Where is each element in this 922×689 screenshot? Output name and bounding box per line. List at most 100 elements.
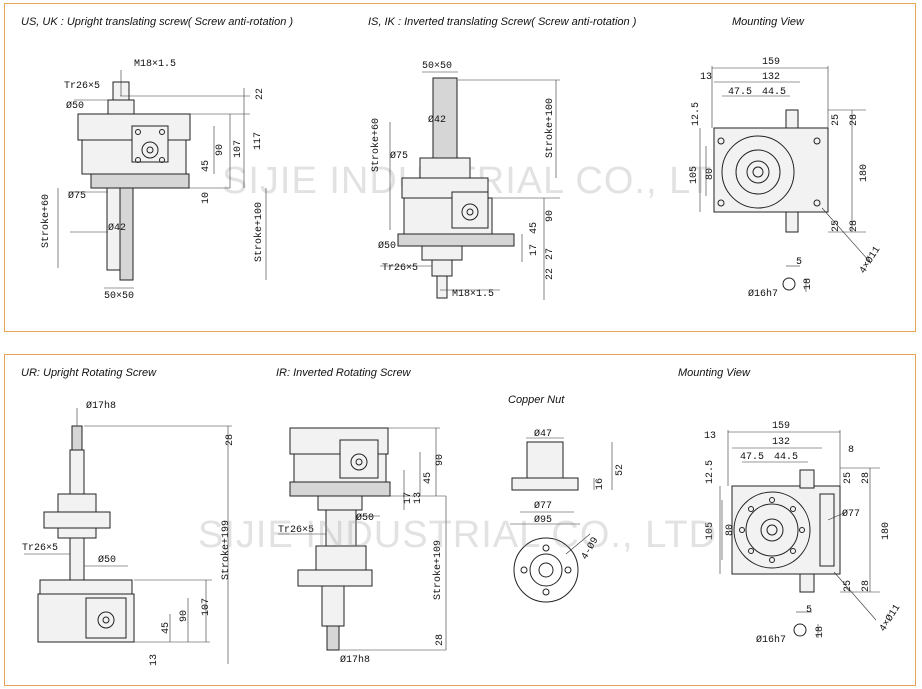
dim-mt-180: 180 xyxy=(859,164,870,182)
dim-mb-180: 180 xyxy=(881,522,892,540)
dim-us-stroke60: Stroke+60 xyxy=(40,194,52,248)
dim-is-d42: Ø42 xyxy=(428,114,446,126)
dim-ur-tr26: Tr26×5 xyxy=(22,543,58,554)
dim-us-22: 22 xyxy=(255,88,266,100)
title-ur: UR: Upright Rotating Screw xyxy=(21,367,157,379)
dim-us-stroke100: Stroke+100 xyxy=(253,202,265,262)
dim-us-d75: Ø75 xyxy=(68,190,86,202)
dim-mb-28b: 28 xyxy=(861,580,872,592)
dim-ir-17: 17 xyxy=(403,492,414,504)
dim-mt-44: 44.5 xyxy=(762,87,786,98)
bottom-panel xyxy=(4,354,916,686)
dim-mb-44: 44.5 xyxy=(774,452,798,463)
dim-mt-105: 105 xyxy=(689,166,700,184)
dim-mb-47: 47.5 xyxy=(740,452,764,463)
dim-mb-28a: 28 xyxy=(861,472,872,484)
dim-ir-d50: Ø50 xyxy=(356,512,374,524)
dim-mt-key18: 18 xyxy=(803,278,814,290)
dim-ir-90: 90 xyxy=(435,454,446,466)
drawing-is-ik xyxy=(380,71,560,300)
title-us-uk: US, UK : Upright translating screw( Scre… xyxy=(21,16,294,28)
dim-mt-28b: 28 xyxy=(849,220,860,232)
dim-mt-12: 12.5 xyxy=(691,102,702,126)
dim-mt-25b: 25 xyxy=(831,220,842,232)
dim-mb-13: 13 xyxy=(704,431,716,442)
dim-mb-132: 132 xyxy=(772,437,790,448)
dim-ur-28: 28 xyxy=(225,434,236,446)
drawing-copper-nut xyxy=(510,437,613,603)
dim-ur-d50: Ø50 xyxy=(98,554,116,566)
dim-ur-stroke199: Stroke+199 xyxy=(220,520,232,580)
dim-mt-132: 132 xyxy=(762,72,780,83)
dim-ir-tr26: Tr26×5 xyxy=(278,525,314,536)
title-ir: IR: Inverted Rotating Screw xyxy=(276,367,411,379)
dim-is-27: 27 xyxy=(545,248,556,260)
dim-is-sq50: 50×50 xyxy=(422,61,452,72)
drawing-mounting-bottom xyxy=(719,430,880,638)
title-mounting-top: Mounting View xyxy=(732,16,804,28)
drawing-us-uk xyxy=(57,70,267,289)
dim-is-d75: Ø75 xyxy=(390,150,408,162)
dim-mb-25b: 25 xyxy=(843,580,854,592)
dim-mb-25a: 25 xyxy=(843,472,854,484)
dim-mb-key5: 5 xyxy=(806,605,812,616)
title-is-ik: IS, IK : Inverted translating Screw( Scr… xyxy=(368,16,637,28)
dim-ir-28: 28 xyxy=(435,634,446,646)
dim-is-m18: M18×1.5 xyxy=(452,289,494,300)
dim-us-sq50: 50×50 xyxy=(104,291,134,302)
dim-mt-80: 80 xyxy=(705,168,716,180)
dim-mb-8: 8 xyxy=(848,445,854,456)
dim-ur-45: 45 xyxy=(161,622,172,634)
dim-mt-shaft: Ø16h7 xyxy=(748,288,778,300)
dim-mb-159: 159 xyxy=(772,421,790,432)
dim-mt-holes: 4×Ø11 xyxy=(857,244,883,276)
dim-ur-13: 13 xyxy=(149,654,160,666)
dim-us-10: 10 xyxy=(201,192,212,204)
dim-mb-shaft: Ø16h7 xyxy=(756,634,786,646)
dim-nut-52: 52 xyxy=(615,464,626,476)
dim-us-d42: Ø42 xyxy=(108,222,126,234)
drawing-mounting-top xyxy=(699,66,871,292)
dim-is-45: 45 xyxy=(529,222,540,234)
dim-us-45: 45 xyxy=(201,160,212,172)
dim-us-tr26: Tr26×5 xyxy=(64,81,100,92)
drawing-ir xyxy=(278,427,447,651)
dim-is-stroke100: Stroke+100 xyxy=(544,98,556,158)
dim-nut-d77: Ø77 xyxy=(534,500,552,512)
dim-ir-stroke109: Stroke+109 xyxy=(432,540,444,600)
dim-mt-47: 47.5 xyxy=(728,87,752,98)
dim-mt-159: 159 xyxy=(762,57,780,68)
dim-nut-d95: Ø95 xyxy=(534,514,552,526)
dim-is-tr26: Tr26×5 xyxy=(382,263,418,274)
dim-nut-16: 16 xyxy=(595,478,606,490)
dim-ur-90: 90 xyxy=(179,610,190,622)
dim-ir-45: 45 xyxy=(423,472,434,484)
dim-is-22: 22 xyxy=(545,268,556,280)
dim-mb-80: 80 xyxy=(725,524,736,536)
dim-mt-25a: 25 xyxy=(831,114,842,126)
dim-ur-107: 107 xyxy=(201,598,212,616)
dim-nut-d47: Ø47 xyxy=(534,428,552,440)
dim-mb-d77: Ø77 xyxy=(842,508,860,520)
dim-us-m18: M18×1.5 xyxy=(134,59,176,70)
dim-mb-key18: 18 xyxy=(815,626,826,638)
dim-ir-d17: Ø17h8 xyxy=(340,654,370,666)
dim-is-90: 90 xyxy=(545,210,556,222)
drawing-ur xyxy=(24,408,232,664)
dim-ur-d17: Ø17h8 xyxy=(86,400,116,412)
dim-us-117: 117 xyxy=(253,132,264,150)
title-copper-nut: Copper Nut xyxy=(508,394,565,406)
dim-mt-13: 13 xyxy=(700,72,712,83)
dim-mb-105: 105 xyxy=(705,522,716,540)
dim-us-90: 90 xyxy=(215,144,226,156)
dim-is-d50: Ø50 xyxy=(378,240,396,252)
title-mounting-bottom: Mounting View xyxy=(678,367,750,379)
dim-mb-12: 12.5 xyxy=(705,460,716,484)
dim-mt-key5: 5 xyxy=(796,257,802,268)
dim-ir-13: 13 xyxy=(413,492,424,504)
watermark-bottom: SIJIE INDUSTRIAL CO., LTD xyxy=(198,514,718,556)
dim-mt-28a: 28 xyxy=(849,114,860,126)
dim-us-d50: Ø50 xyxy=(66,100,84,112)
dim-is-17: 17 xyxy=(529,244,540,256)
